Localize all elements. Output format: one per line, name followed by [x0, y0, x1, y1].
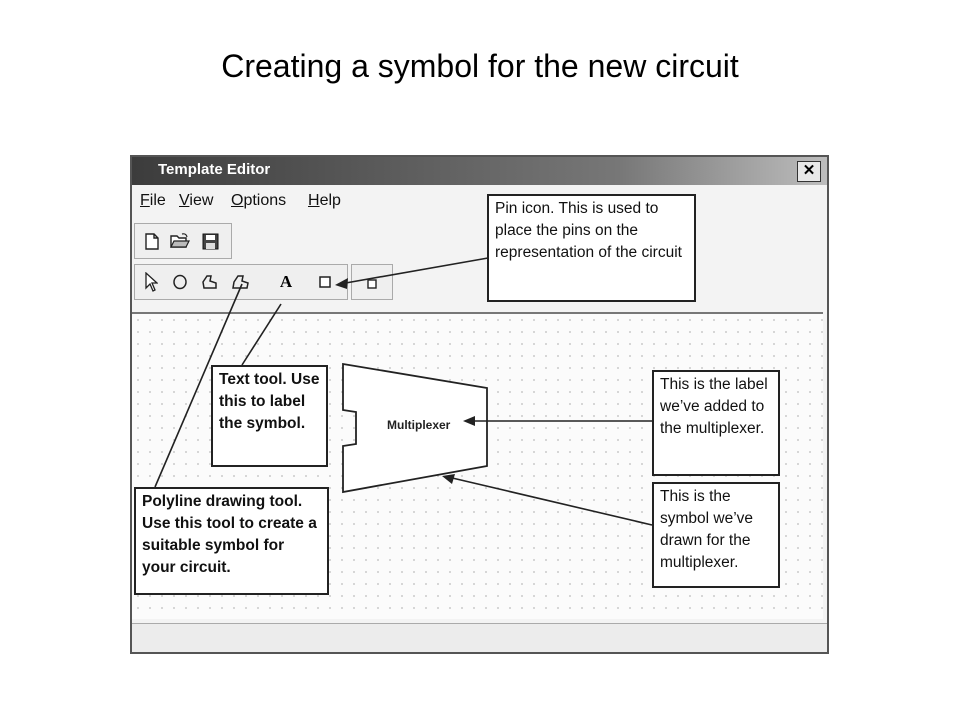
menu-file-label: ile	[149, 192, 166, 209]
menu-options-label: ptions	[243, 192, 287, 209]
slide-title: Creating a symbol for the new circuit	[221, 48, 739, 84]
pin-arrowhead	[335, 278, 348, 289]
text-tool-arrow	[241, 303, 282, 366]
status-bar	[132, 623, 827, 652]
menu-view-accel: V	[179, 192, 190, 209]
label-arrowhead	[463, 416, 475, 426]
title-bar[interactable]: Template Editor ✕	[132, 157, 827, 185]
polyline-callout: Polyline drawing tool. Use this tool to …	[134, 487, 329, 595]
pin-icon[interactable]	[314, 271, 336, 293]
polyline-icon[interactable]	[230, 271, 252, 293]
open-folder-icon[interactable]	[169, 230, 191, 252]
menu-view-label: iew	[189, 192, 214, 209]
menu-bar: File View Options Help	[132, 187, 827, 213]
file-toolbar	[134, 223, 232, 259]
arrow-heads	[335, 278, 475, 484]
pin-callout: Pin icon. This is used to place the pins…	[487, 194, 696, 302]
pin-arrow	[339, 257, 489, 285]
save-disk-icon[interactable]	[199, 230, 221, 252]
window-title: Template Editor	[158, 161, 271, 178]
text-tool-icon[interactable]: A	[279, 272, 293, 291]
symbol-arrow	[447, 476, 653, 526]
circle-icon[interactable]	[169, 271, 191, 293]
label-callout: This is the label we’ve added to the mul…	[652, 370, 780, 476]
menu-help-label: elp	[319, 192, 341, 209]
menu-help[interactable]: Help	[308, 192, 341, 210]
polyline-arrow	[154, 283, 243, 488]
menu-file[interactable]: File	[140, 192, 166, 210]
menu-options-accel: O	[231, 192, 244, 209]
close-button[interactable]: ✕	[797, 161, 821, 182]
menu-view[interactable]: View	[179, 192, 213, 210]
symbol-arrowhead	[442, 474, 455, 484]
text-tool-callout: Text tool. Use this to label the symbol.	[211, 365, 328, 467]
new-file-icon[interactable]	[141, 230, 163, 252]
pointer-icon[interactable]	[140, 271, 162, 293]
menu-options[interactable]: Options	[231, 192, 286, 210]
callout-arrows	[154, 257, 653, 526]
symbol-callout: This is the symbol we’ve drawn for the m…	[652, 482, 780, 588]
menu-file-accel: F	[140, 192, 150, 209]
polygon-icon[interactable]	[199, 271, 221, 293]
multiplexer-symbol	[342, 362, 488, 494]
multiplexer-label: Multiplexer	[387, 418, 451, 432]
draw-toolbar: A	[134, 264, 348, 300]
menu-help-accel: H	[308, 192, 320, 209]
small-pin-icon[interactable]	[361, 273, 383, 295]
